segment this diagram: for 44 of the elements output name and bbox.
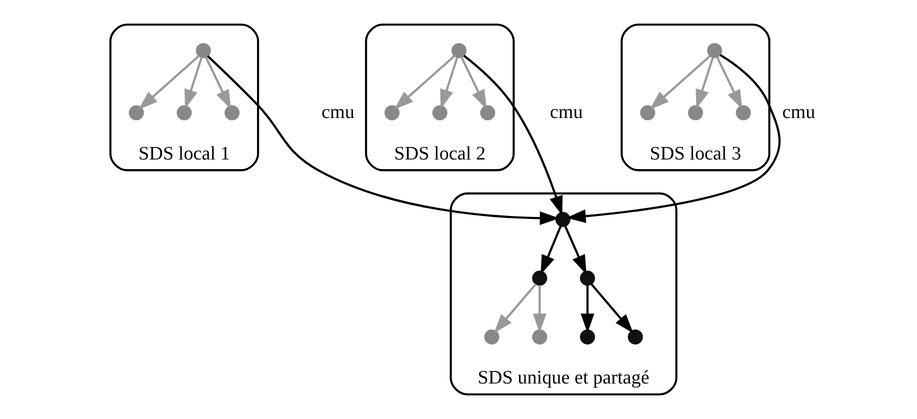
node-circle (579, 270, 595, 286)
cluster: SDS local 1 (108, 24, 259, 172)
node-circle (384, 105, 400, 120)
node-circle (532, 329, 547, 344)
node-circle (687, 105, 703, 120)
arrow (590, 283, 633, 334)
node-circle (128, 105, 144, 120)
edge-label: cmu (549, 102, 582, 123)
node-circle (640, 105, 655, 120)
node-circle (176, 105, 192, 120)
arrow (493, 283, 536, 334)
node-circle (706, 43, 722, 58)
arrow (394, 55, 455, 110)
node-circle (484, 329, 499, 344)
cluster: SDS unique et partagé (449, 192, 677, 396)
arrow (564, 226, 586, 275)
node-circle (579, 329, 595, 344)
cluster: SDS local 2 (364, 24, 514, 172)
node-circle (450, 43, 466, 58)
arrow (649, 55, 710, 110)
arrow (532, 285, 546, 334)
arrow (580, 285, 594, 334)
node-circle (480, 105, 495, 120)
node-circle (432, 105, 447, 120)
node-circle (735, 105, 750, 120)
node-circle (195, 43, 210, 58)
arrow (460, 56, 486, 110)
arrow (138, 55, 200, 110)
node-circle (532, 270, 547, 286)
arrow (540, 226, 562, 275)
node-circle (224, 105, 240, 120)
cluster: SDS local 3 (620, 24, 770, 172)
arrow (566, 54, 780, 223)
arrow (440, 57, 458, 109)
edge-label: cmu (321, 102, 354, 123)
node-circle (554, 212, 570, 227)
arrow (206, 55, 559, 225)
arrow (204, 56, 231, 110)
arrow (695, 57, 714, 109)
edge-label: cmu (782, 102, 815, 123)
arrow (462, 54, 562, 216)
node-circle (627, 329, 642, 344)
arrow (184, 57, 202, 109)
arrow (716, 56, 742, 110)
